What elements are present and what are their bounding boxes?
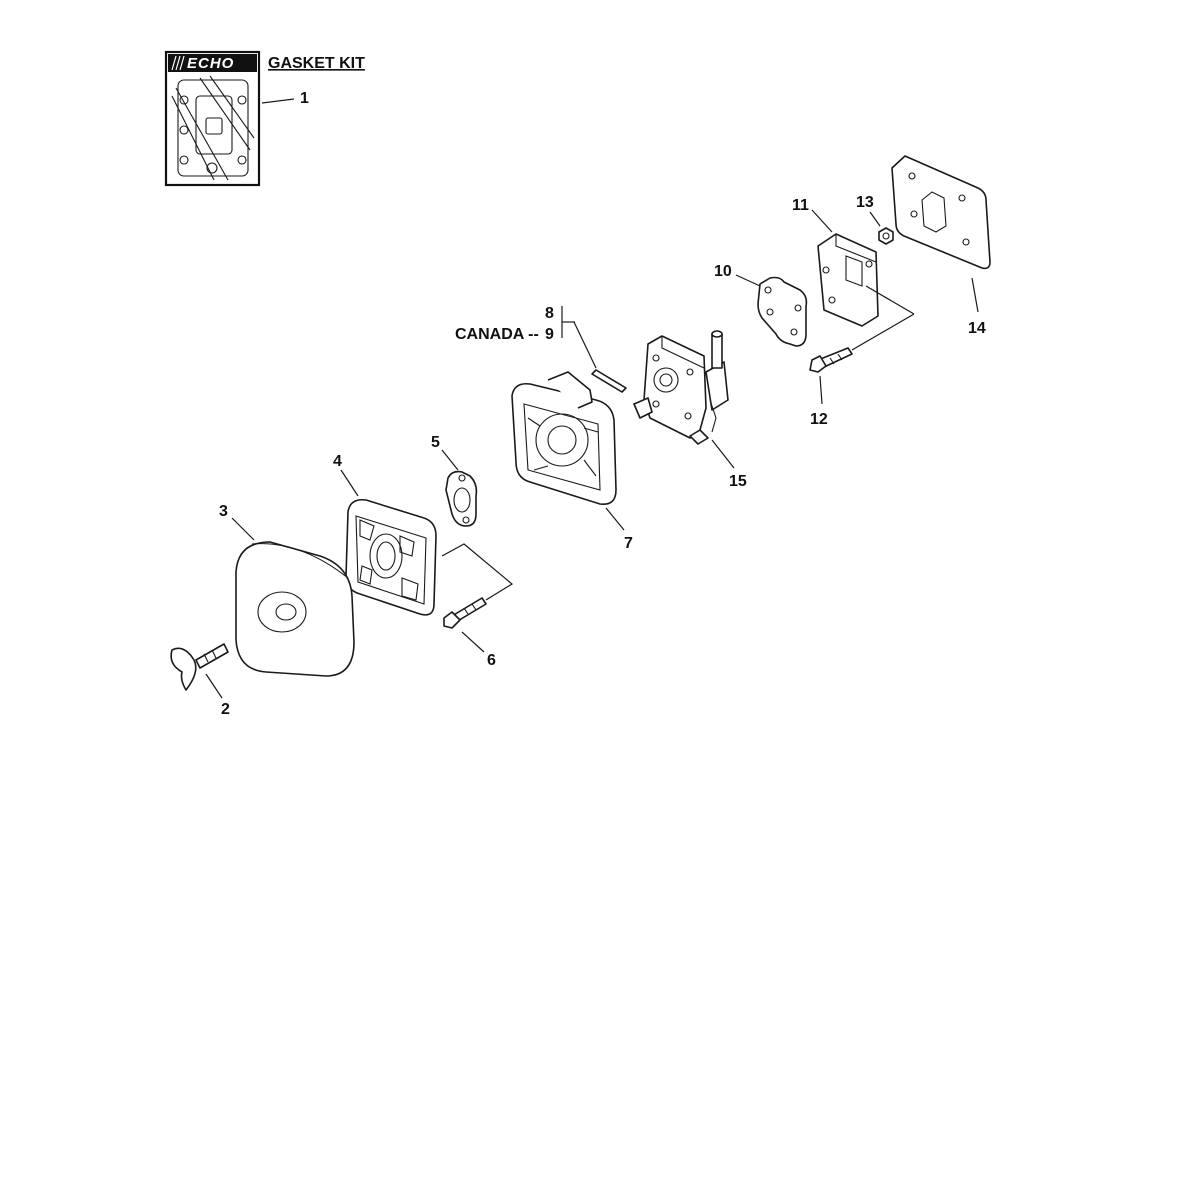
- part-label-3: 3: [219, 503, 228, 520]
- filter-element-4: 4: [333, 453, 437, 616]
- screw-12: 12: [809, 285, 915, 428]
- gasket-14: 14: [891, 155, 991, 337]
- part-label-13: 13: [856, 194, 874, 211]
- part-label-1: 1: [300, 90, 309, 107]
- part-label-12: 12: [810, 411, 828, 428]
- part-label-11: 11: [792, 197, 809, 214]
- nut-13: 13: [856, 194, 894, 245]
- echo-logo: ECHO: [171, 55, 234, 72]
- gasket-10: 10: [714, 263, 808, 347]
- gasket-8-9: 8 CANADA -- 9: [455, 305, 627, 393]
- part-label-2: 2: [221, 701, 230, 718]
- part-label-5: 5: [431, 434, 440, 451]
- air-cleaner-case-7: 7: [511, 371, 633, 552]
- gasket-kit-illustration: [171, 75, 255, 181]
- wing-screw-2: 2: [170, 643, 230, 718]
- echo-brand-text: ECHO: [187, 55, 234, 72]
- part-label-6: 6: [487, 652, 496, 669]
- carburetor-15: 15: [633, 330, 747, 490]
- part-label-7: 7: [624, 535, 633, 552]
- gasket-kit-box: ECHO GASKET KIT 1: [164, 50, 365, 187]
- canada-prefix: CANADA --: [455, 326, 539, 343]
- part-label-15: 15: [729, 473, 747, 490]
- part-label-8: 8: [545, 305, 554, 322]
- part-label-14: 14: [968, 320, 986, 337]
- air-filter-cover-3: 3: [219, 503, 355, 677]
- gasket-kit-title: GASKET KIT: [268, 55, 365, 72]
- insulator-11: 11: [792, 197, 879, 327]
- bolt-6: 6: [441, 543, 514, 669]
- plate-5: 5: [431, 434, 478, 527]
- part-label-10: 10: [714, 263, 732, 280]
- part-label-4: 4: [333, 453, 342, 470]
- part-label-9: 9: [545, 326, 554, 343]
